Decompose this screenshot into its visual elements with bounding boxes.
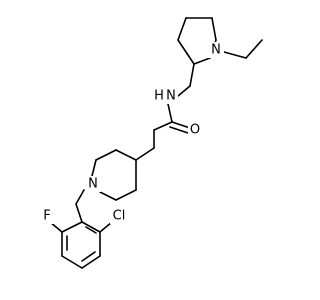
atom-o-carbonyl: O <box>190 123 200 138</box>
bond-ar-6 <box>61 221 83 233</box>
bond-ar-inner-2 <box>81 251 96 262</box>
bond-benzyl-1 <box>75 189 85 205</box>
bond-pip-1 <box>115 149 137 161</box>
bond-pip-2 <box>95 149 117 161</box>
bond-ethyl-2 <box>245 39 263 59</box>
atom-labels: N N H O N Cl F <box>40 42 224 224</box>
piperidine-ring <box>91 149 137 201</box>
bond-pip-5 <box>115 189 137 201</box>
atom-n-amide: N <box>166 89 176 104</box>
bond-pyr-4 <box>177 39 195 65</box>
atom-h-amide: H <box>154 89 164 104</box>
bond-ch2-link-2 <box>177 85 191 97</box>
bond-ar-3 <box>81 255 101 269</box>
atom-cl: Cl <box>113 209 126 224</box>
bond-ch2-link-1 <box>189 63 195 87</box>
ethyl-group <box>223 39 263 59</box>
bond-chain-1 <box>153 121 173 131</box>
bond-pip-4 <box>99 191 117 201</box>
bond-pyr-2 <box>211 17 217 41</box>
bond-n-carbonyl <box>167 103 173 123</box>
bond-pip-3 <box>91 159 97 177</box>
atom-n-pyrrolidine: N <box>211 43 221 58</box>
molecule-canvas: N N H O N Cl F <box>40 17 263 269</box>
atom-n-piperidine: N <box>88 177 98 192</box>
bond-ethyl-1 <box>223 51 247 59</box>
molecule-structure: N N H O N Cl F <box>40 17 263 269</box>
bond-pyr-5 <box>177 17 187 41</box>
bond-pyr-n-c <box>193 57 211 65</box>
bond-benzyl-2 <box>75 203 83 223</box>
bond-ar-4 <box>61 255 83 269</box>
bond-ar-1 <box>81 221 101 233</box>
atom-f: F <box>43 209 50 224</box>
bond-chain-3 <box>135 147 155 161</box>
bond-co-2 <box>169 126 189 134</box>
benzene-ring <box>61 221 101 269</box>
bond-ar-inner-1 <box>85 226 97 234</box>
bond-co-1 <box>171 121 191 129</box>
